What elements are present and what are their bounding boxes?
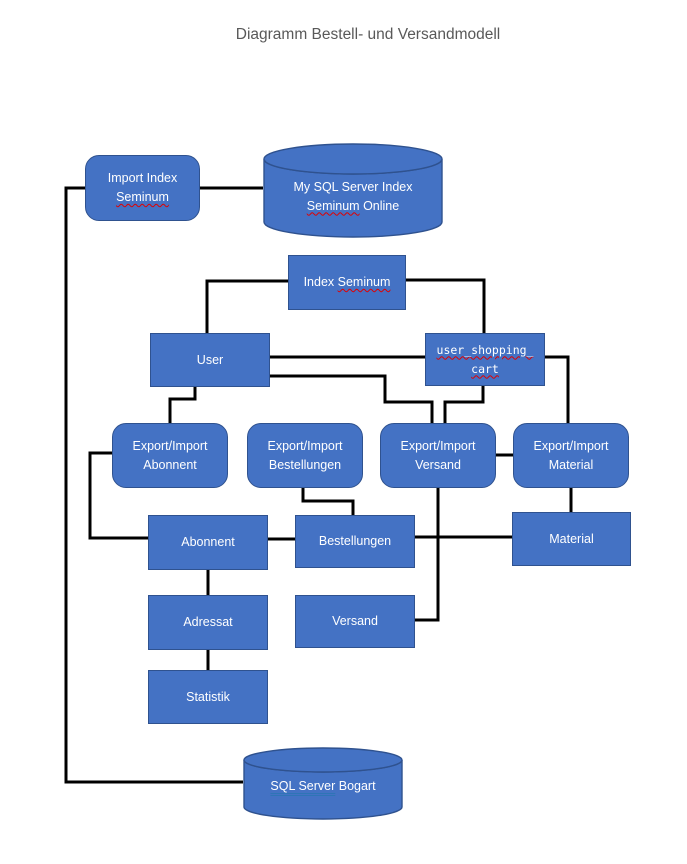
node-user[interactable]: User bbox=[150, 333, 270, 387]
node-label-line1: Export/Import bbox=[267, 438, 343, 453]
node-label-line1: Export/Import bbox=[132, 438, 208, 453]
node-label-line2: Seminum bbox=[116, 190, 169, 204]
node-abonnent[interactable]: Abonnent bbox=[148, 515, 268, 570]
node-adressat[interactable]: Adressat bbox=[148, 595, 268, 650]
node-user-shopping-cart[interactable]: user_shopping_ cart bbox=[425, 333, 545, 386]
node-label-line2: Abonnent bbox=[143, 457, 197, 472]
node-label: Adressat bbox=[183, 615, 233, 629]
node-label: User bbox=[196, 352, 224, 367]
node-statistik[interactable]: Statistik bbox=[148, 670, 268, 724]
node-export-import-bestellungen[interactable]: Export/Import Bestellungen bbox=[247, 423, 363, 488]
node-import-index-seminum[interactable]: Import Index Seminum bbox=[85, 155, 200, 221]
connector-indexseminum-to-user bbox=[205, 279, 288, 334]
node-versand[interactable]: Versand bbox=[295, 595, 415, 648]
node-label-line2: Seminum Online bbox=[306, 198, 400, 213]
database-cylinder-icon bbox=[263, 143, 443, 238]
node-label-line2: Bestellungen bbox=[268, 457, 342, 472]
node-label: Statistik bbox=[186, 689, 230, 704]
cylinder-label: SQL Server Bogart bbox=[243, 747, 403, 820]
connector-ei-abonnent-to-abonnent bbox=[88, 451, 148, 540]
connector-user-to-ei-abonnent bbox=[168, 387, 197, 424]
connector-ei-versand-to-versand bbox=[415, 488, 440, 622]
database-cylinder-icon bbox=[243, 747, 403, 820]
connector-cart-to-ei-material bbox=[545, 355, 570, 424]
node-label-line1: user_shopping_ bbox=[436, 342, 534, 357]
connector-user-to-ei-versand bbox=[270, 374, 434, 424]
node-label: Material bbox=[549, 531, 594, 546]
node-label-line1: Import Index bbox=[107, 171, 178, 185]
connector-import-to-bogart bbox=[64, 186, 243, 784]
node-export-import-versand[interactable]: Export/Import Versand bbox=[380, 423, 496, 488]
node-label: Bestellungen bbox=[318, 534, 392, 548]
node-label: Index Seminum bbox=[303, 275, 391, 289]
node-label-line1: Export/Import bbox=[400, 438, 476, 453]
connector-cart-to-ei-versand bbox=[443, 386, 485, 424]
node-label-line2: cart bbox=[471, 361, 499, 376]
node-label-line1: Export/Import bbox=[533, 438, 609, 453]
connector-indexseminum-to-cart bbox=[406, 278, 486, 334]
node-label: Abonnent bbox=[181, 535, 235, 549]
node-export-import-material[interactable]: Export/Import Material bbox=[513, 423, 629, 488]
node-label-line2: Versand bbox=[415, 457, 461, 472]
node-sql-server-bogart[interactable]: SQL Server Bogart bbox=[243, 747, 403, 820]
node-mysql-server-index-seminum-online[interactable]: My SQL Server Index Seminum Online bbox=[263, 143, 443, 238]
node-bestellungen[interactable]: Bestellungen bbox=[295, 515, 415, 568]
node-label-line2: Material bbox=[548, 457, 594, 472]
diagram-title: Diagramm Bestell- und Versandmodell bbox=[235, 26, 501, 43]
cylinder-label: My SQL Server Index Seminum Online bbox=[263, 143, 443, 238]
node-index-seminum[interactable]: Index Seminum bbox=[288, 255, 406, 310]
node-label: SQL Server Bogart bbox=[270, 779, 376, 793]
connector-ei-bestellungen-to-bestellungen bbox=[301, 488, 355, 516]
node-material[interactable]: Material bbox=[512, 512, 631, 566]
node-export-import-abonnent[interactable]: Export/Import Abonnent bbox=[112, 423, 228, 488]
node-label: Versand bbox=[332, 614, 378, 628]
node-label-line1: My SQL Server Index bbox=[293, 179, 413, 194]
